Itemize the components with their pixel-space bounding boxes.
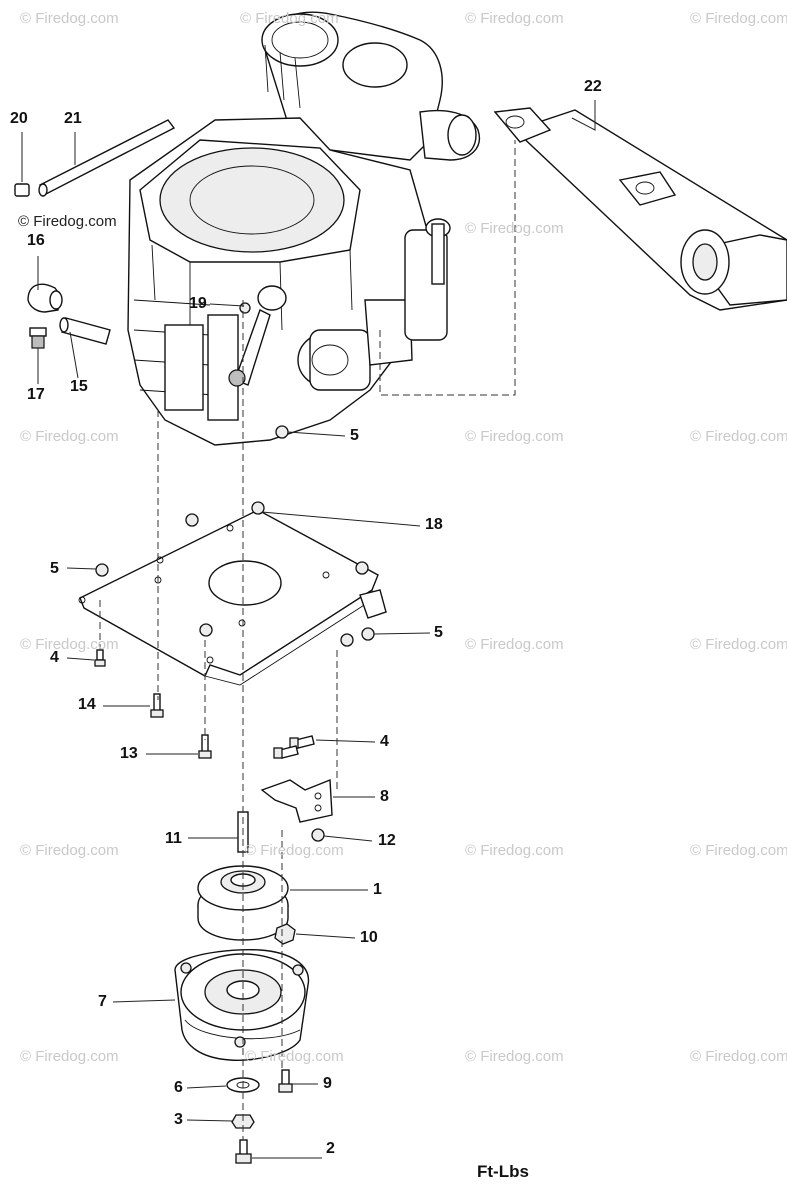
- callout-18: 18: [425, 516, 443, 533]
- assembly-lines: [99, 140, 516, 1140]
- callout-6: 6: [174, 1079, 183, 1096]
- callout-4-left: 4: [50, 649, 59, 666]
- watermark-19: © Firedog.com: [690, 1048, 787, 1065]
- callout-5-plate-right: 5: [434, 624, 443, 641]
- watermark-16: © Firedog.com: [20, 1048, 119, 1065]
- callout-11: 11: [165, 830, 182, 847]
- callout-16: 16: [27, 232, 45, 249]
- watermark-17: © Firedog.com: [245, 1048, 344, 1065]
- callout-5-engine: 5: [350, 427, 359, 444]
- nut-10: [274, 923, 296, 945]
- callout-19: 19: [189, 295, 207, 312]
- nut-3: [231, 1114, 255, 1129]
- nipple-15: [59, 317, 111, 345]
- callout-7: 7: [98, 993, 107, 1010]
- callout-17: 17: [27, 386, 45, 403]
- watermark-6: © Firedog.com: [20, 428, 119, 445]
- nut-20: [14, 183, 30, 197]
- bolt-9: [278, 1069, 293, 1093]
- torque-unit-label: Ft-Lbs: [477, 1162, 529, 1181]
- bolts-4-right: [273, 735, 315, 759]
- bracket-8: [260, 778, 333, 823]
- watermark-11: © Firedog.com: [690, 636, 787, 653]
- watermark-18: © Firedog.com: [465, 1048, 564, 1065]
- callout-15: 15: [70, 378, 88, 395]
- watermark-8: © Firedog.com: [690, 428, 787, 445]
- callout-20: 20: [10, 110, 28, 127]
- watermark-10: © Firedog.com: [465, 636, 564, 653]
- watermark-2: © Firedog.com: [240, 10, 339, 27]
- callout-2: 2: [326, 1140, 335, 1157]
- callout-5-plate-left: 5: [50, 560, 59, 577]
- clutch-7: [174, 948, 310, 1062]
- muffler: [493, 107, 787, 311]
- watermark-13: © Firedog.com: [245, 842, 344, 859]
- callout-13: 13: [120, 745, 138, 762]
- elbow-16: [27, 283, 63, 313]
- callout-10: 10: [360, 929, 378, 946]
- callout-22: 22: [584, 78, 602, 95]
- watermark-5: © Firedog.com: [465, 220, 564, 237]
- watermark-12: © Firedog.com: [20, 842, 119, 859]
- plug-17: [29, 327, 47, 349]
- watermark-15: © Firedog.com: [690, 842, 787, 859]
- callout-3: 3: [174, 1111, 183, 1128]
- leader-lines: [21, 100, 596, 1159]
- watermark-7: © Firedog.com: [465, 428, 564, 445]
- watermark-14: © Firedog.com: [465, 842, 564, 859]
- watermark-header: © Firedog.com: [18, 213, 117, 230]
- engine-assembly: [127, 11, 481, 446]
- watermark-9: © Firedog.com: [20, 636, 119, 653]
- callout-8: 8: [380, 788, 389, 805]
- callout-21: 21: [64, 110, 82, 127]
- bolt-13: [198, 734, 212, 759]
- callout-9: 9: [323, 1075, 332, 1092]
- callout-12: 12: [378, 832, 396, 849]
- nut-12: [311, 828, 325, 842]
- watermark-1: © Firedog.com: [20, 10, 119, 27]
- mount-plate-18: [78, 501, 387, 686]
- watermark-3: © Firedog.com: [465, 10, 564, 27]
- callout-4-right: 4: [380, 733, 389, 750]
- bolt-14: [150, 693, 164, 718]
- watermark-4: © Firedog.com: [690, 10, 787, 27]
- callout-1: 1: [373, 881, 382, 898]
- bolt-2: [235, 1139, 252, 1164]
- pipe-21: [38, 119, 176, 197]
- callout-14: 14: [78, 696, 96, 713]
